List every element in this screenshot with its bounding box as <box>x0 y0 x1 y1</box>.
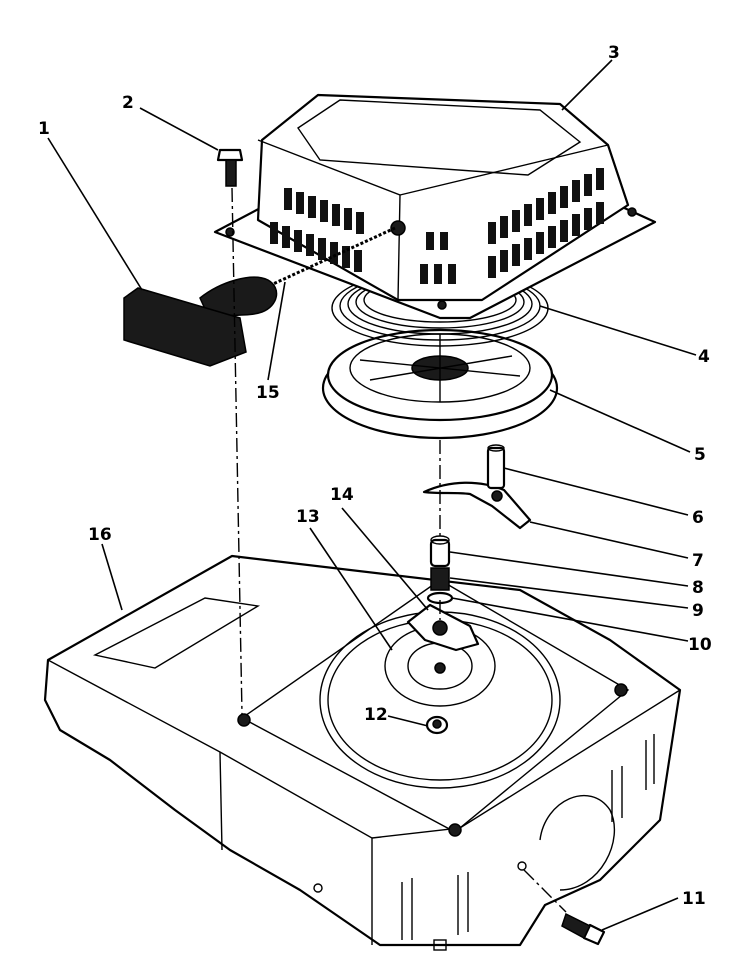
callout-13: 13 <box>296 507 320 527</box>
callout-16: 16 <box>88 525 112 545</box>
callout-8: 8 <box>692 578 704 598</box>
pawl-and-pin <box>422 444 532 530</box>
callout-3: 3 <box>608 43 620 63</box>
callout-4: 4 <box>698 347 710 367</box>
engine-shroud <box>43 554 682 951</box>
callout-10: 10 <box>688 635 712 655</box>
starter-rope-and-handle <box>123 226 396 367</box>
callout-9: 9 <box>692 601 704 621</box>
callout-14: 14 <box>330 485 354 505</box>
callout-1: 1 <box>38 119 50 139</box>
callout-15: 15 <box>256 383 280 403</box>
bolts <box>216 148 606 946</box>
leader-lines <box>47 59 697 931</box>
callout-12: 12 <box>364 705 388 725</box>
callout-2: 2 <box>122 93 134 113</box>
callout-11: 11 <box>682 889 706 909</box>
callout-labels: 1 2 3 4 5 6 7 8 9 10 11 12 13 14 15 16 <box>38 43 712 909</box>
callout-7: 7 <box>692 551 704 571</box>
callout-6: 6 <box>692 508 704 528</box>
hub-hardware <box>406 535 480 735</box>
recoil-housing <box>213 93 657 320</box>
rewind-pulley <box>321 328 559 440</box>
alignment-lines <box>231 187 567 913</box>
callout-5: 5 <box>694 445 706 465</box>
